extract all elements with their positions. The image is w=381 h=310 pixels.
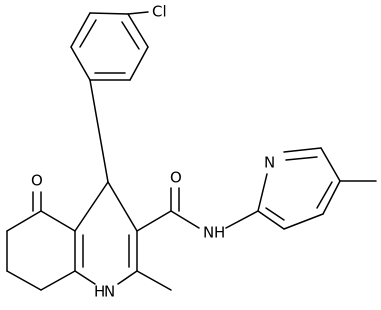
bond-phenyl-3 [129, 46, 149, 81]
bond-phenyl-6-double [79, 19, 97, 48]
bond-c4-c4a [74, 181, 109, 232]
bond-c4a-c5 [40, 210, 76, 232]
bond-pyr-2-double [285, 156, 318, 161]
bond-pyr-6 [257, 210, 285, 230]
bond-c-cl [127, 11, 149, 15]
amide-oxygen-label: O [170, 169, 182, 187]
ring-nitrogen-label: N [104, 283, 115, 301]
bond-c3-amide-c [136, 210, 172, 232]
bond-c5-c6 [6, 210, 42, 232]
bond-pyr-3 [320, 147, 341, 182]
chlorine-label: Cl [152, 3, 167, 21]
bond-c7-c8 [6, 270, 42, 291]
bond-pyr-6-double [265, 207, 285, 221]
bond-pyr-5 [283, 213, 324, 230]
bond-pyr-2 [283, 147, 322, 153]
bond-pyr-4-double [316, 181, 333, 209]
atom-labels: Cl O O N H H N N [31, 3, 275, 301]
pyridine-nitrogen-label: N [264, 154, 275, 172]
amide-nitrogen-label: N [203, 224, 214, 242]
bond-c8-c8a [40, 270, 76, 291]
bond-phenyl-2 [127, 13, 149, 48]
bond-n1-c2 [117, 270, 138, 285]
bond-phenyl-5 [70, 46, 91, 81]
bond-amide-c-n [170, 210, 200, 229]
ring-hydrogen-label: H [94, 283, 105, 301]
bond-pyr-4 [322, 180, 341, 215]
ketone-oxygen-label: O [31, 172, 43, 190]
bond-lines [6, 11, 377, 291]
bond-c2-methyl [136, 270, 172, 291]
bond-pyr-1 [257, 173, 268, 212]
amide-hydrogen-label: H [214, 224, 225, 242]
bond-c8a-n1 [74, 270, 96, 285]
bond-phenyl-2-double [121, 21, 140, 50]
bond-amide-n-pyridine [225, 210, 259, 229]
bond-phenyl-c4 [89, 79, 109, 183]
bond-phenyl-6 [70, 12, 91, 48]
bond-c4-c3 [107, 181, 138, 232]
bond-phenyl-1 [89, 12, 129, 15]
